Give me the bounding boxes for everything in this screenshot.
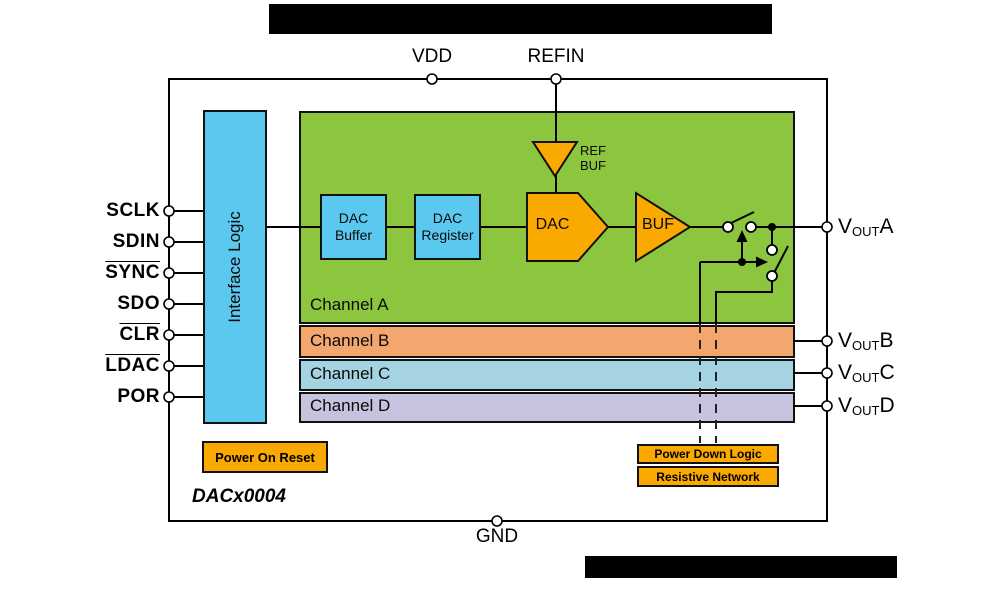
arrows-and-junctions xyxy=(736,223,776,268)
power-down-logic-block: Power Down Logic xyxy=(637,444,779,464)
vdd-label: VDD xyxy=(411,46,453,67)
redaction-bar-top xyxy=(269,4,772,34)
gnd-label: GND xyxy=(475,526,519,547)
channel-c-label: Channel C xyxy=(310,364,391,383)
amber-shapes xyxy=(526,141,692,263)
channel-a-label: Channel A xyxy=(310,295,389,314)
dac-pentagon xyxy=(526,192,610,262)
sync-label: SYNC xyxy=(105,262,160,283)
channel-b-label: Channel B xyxy=(310,331,390,350)
vouta-sub: OUT xyxy=(852,224,880,239)
clr-label: CLR xyxy=(119,324,160,345)
right-arrow-icon xyxy=(756,256,768,268)
sclk-label: SCLK xyxy=(106,200,160,221)
clr-pin xyxy=(163,329,175,341)
refin-label: REFIN xyxy=(527,46,585,67)
voutc-label: VOUTC xyxy=(838,360,895,386)
redaction-bar-bottom xyxy=(585,556,897,578)
voutb-sub: OUT xyxy=(852,338,880,353)
dac-register-line2: Register xyxy=(421,227,474,243)
vouta-ch: A xyxy=(879,215,894,238)
voutb-ch: B xyxy=(879,329,894,352)
ref-buf-triangle xyxy=(531,141,579,178)
up-arrow-icon xyxy=(736,230,748,242)
voutb-label: VOUTB xyxy=(838,328,893,354)
dac-register-block: DAC Register xyxy=(414,194,481,260)
voutc-ch: C xyxy=(879,361,895,384)
switch-blade-1 xyxy=(728,211,755,225)
dac-buffer-block: DAC Buffer xyxy=(320,194,387,260)
por-pin xyxy=(163,391,175,403)
gnd-pin xyxy=(491,515,503,527)
voutc-sub: OUT xyxy=(852,370,880,385)
voutd-ch: D xyxy=(879,394,895,417)
voutd-v: V xyxy=(838,394,853,417)
sdin-label: SDIN xyxy=(112,231,160,252)
interface-logic-label: Interface Logic xyxy=(225,211,245,323)
sdin-pin xyxy=(163,236,175,248)
channel-d-label: Channel D xyxy=(310,396,391,415)
pin-wires xyxy=(171,79,825,407)
channel-b-band xyxy=(299,325,795,358)
voutd-sub: OUT xyxy=(852,403,880,418)
vouta-pin xyxy=(821,221,833,233)
dac-buffer-line2: Buffer xyxy=(334,227,373,243)
vouta-v: V xyxy=(838,215,853,238)
ref-buf-label: REF BUF xyxy=(580,143,606,173)
sdo-pin xyxy=(163,298,175,310)
voutb-pin xyxy=(821,335,833,347)
buf-label: BUF xyxy=(642,216,674,233)
vouta-label: VOUTA xyxy=(838,214,893,240)
ldac-pin xyxy=(163,360,175,372)
voutb-v: V xyxy=(838,329,853,352)
package-pin-circles xyxy=(163,73,833,527)
switch-blade-2 xyxy=(773,245,789,274)
junction-dot xyxy=(738,258,746,266)
sync-pin xyxy=(163,267,175,279)
power-on-reset-block: Power On Reset xyxy=(202,441,328,473)
voutc-v: V xyxy=(838,361,853,384)
buf-triangle xyxy=(635,191,692,263)
interface-logic-block: Interface Logic xyxy=(203,110,267,424)
refin-pin xyxy=(550,73,562,85)
voutd-pin xyxy=(821,400,833,412)
voutd-label: VOUTD xyxy=(838,393,895,419)
ref-buf-line2: BUF xyxy=(580,158,606,173)
power-down-dashed-lines xyxy=(699,324,717,443)
resistive-network-block: Resistive Network xyxy=(637,466,779,487)
channel-c-band xyxy=(299,359,795,391)
dac-buffer-line1: DAC xyxy=(338,210,369,226)
switch-contacts xyxy=(722,221,778,282)
ref-buf-line1: REF xyxy=(580,143,606,158)
voutc-pin xyxy=(821,367,833,379)
vdd-pin xyxy=(426,73,438,85)
device-title: DACx0004 xyxy=(192,486,286,507)
ldac-label: LDAC xyxy=(105,355,160,376)
channel-d-band xyxy=(299,392,795,423)
dac-register-line1: DAC xyxy=(432,210,463,226)
sdo-label: SDO xyxy=(117,293,160,314)
sclk-pin xyxy=(163,205,175,217)
por-label: POR xyxy=(117,386,160,407)
junction-dot xyxy=(768,223,776,231)
dac-label: DAC xyxy=(535,216,570,233)
